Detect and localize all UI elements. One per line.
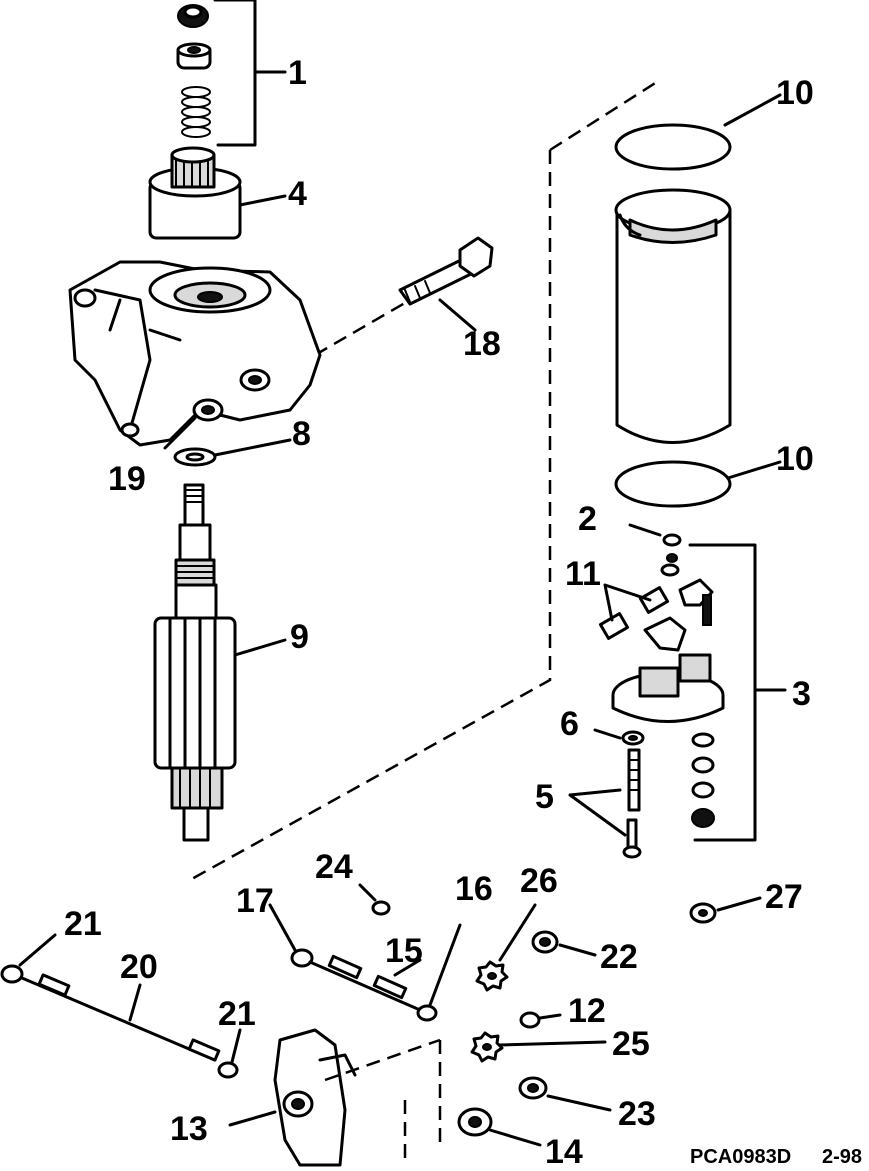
part-17-15-16-link-rod	[268, 903, 462, 1022]
part-9-armature	[153, 483, 287, 842]
part-23-screw	[518, 1076, 612, 1112]
callout-14: 14	[545, 1133, 583, 1171]
callout-1: 1	[288, 54, 307, 92]
callout-23: 23	[618, 1095, 656, 1133]
lower-dashed-guides	[324, 1038, 442, 1160]
callout-15: 15	[385, 932, 423, 970]
dashed-assembly-outline	[189, 78, 661, 882]
callout-25: 25	[612, 1025, 650, 1063]
part-19-washer	[163, 398, 224, 450]
callout-10-bottom: 10	[776, 440, 814, 478]
part-11-brush-springs	[598, 583, 670, 640]
part-3-nuts-washers	[691, 732, 715, 828]
part-6-washer	[593, 728, 645, 746]
part-10-o-ring-bottom	[614, 460, 782, 508]
part-14-bushing	[457, 1107, 542, 1147]
part-1-drive-hardware	[176, 0, 287, 147]
callout-9: 9	[290, 618, 309, 656]
callout-24: 24	[315, 848, 353, 886]
callout-12: 12	[568, 992, 606, 1030]
field-frame	[614, 188, 732, 444]
part-13-bracket	[228, 1028, 357, 1167]
part-2-screw	[628, 523, 682, 547]
part-24-small-nut	[358, 883, 391, 916]
part-4-pinion-drive	[148, 146, 287, 240]
drive-end-housing	[68, 260, 322, 447]
part-3-brush-plate-assembly	[611, 543, 787, 842]
part-12-nut	[519, 1011, 562, 1029]
callout-5: 5	[535, 778, 554, 816]
callout-8: 8	[292, 415, 311, 453]
callout-20: 20	[120, 948, 158, 986]
part-26-star-washer	[475, 903, 537, 992]
callout-22: 22	[600, 938, 638, 976]
callout-6: 6	[560, 705, 579, 743]
callout-18: 18	[463, 325, 501, 363]
part-5-studs	[568, 748, 642, 859]
callout-27: 27	[765, 878, 803, 916]
callout-17: 17	[236, 882, 274, 920]
callout-10-top: 10	[776, 74, 814, 112]
part-20-21-link-rod	[0, 933, 242, 1079]
callout-labels: 1 2 3 4 5 6 8 9 10 10 11 12 13 14 15 16 …	[64, 54, 814, 1171]
part-10-o-ring-top	[614, 93, 782, 171]
callout-2: 2	[578, 500, 597, 538]
part-22-nut	[531, 930, 597, 957]
callout-19: 19	[108, 460, 146, 498]
part-18-through-bolt	[398, 236, 494, 332]
callout-11: 11	[565, 555, 601, 593]
page-number: 2-98	[822, 1146, 862, 1168]
part-8-thrust-washer	[173, 438, 292, 467]
part-25-star-washer	[470, 1031, 607, 1063]
callout-21-right: 21	[218, 995, 256, 1033]
callout-21-left: 21	[64, 905, 102, 943]
callout-3: 3	[792, 675, 811, 713]
callout-13: 13	[170, 1110, 208, 1148]
callout-4: 4	[288, 175, 307, 213]
part-27-nut	[689, 896, 762, 924]
figure-code: PCA0983D	[690, 1146, 791, 1168]
callout-26: 26	[520, 862, 558, 900]
callout-16: 16	[455, 870, 493, 908]
